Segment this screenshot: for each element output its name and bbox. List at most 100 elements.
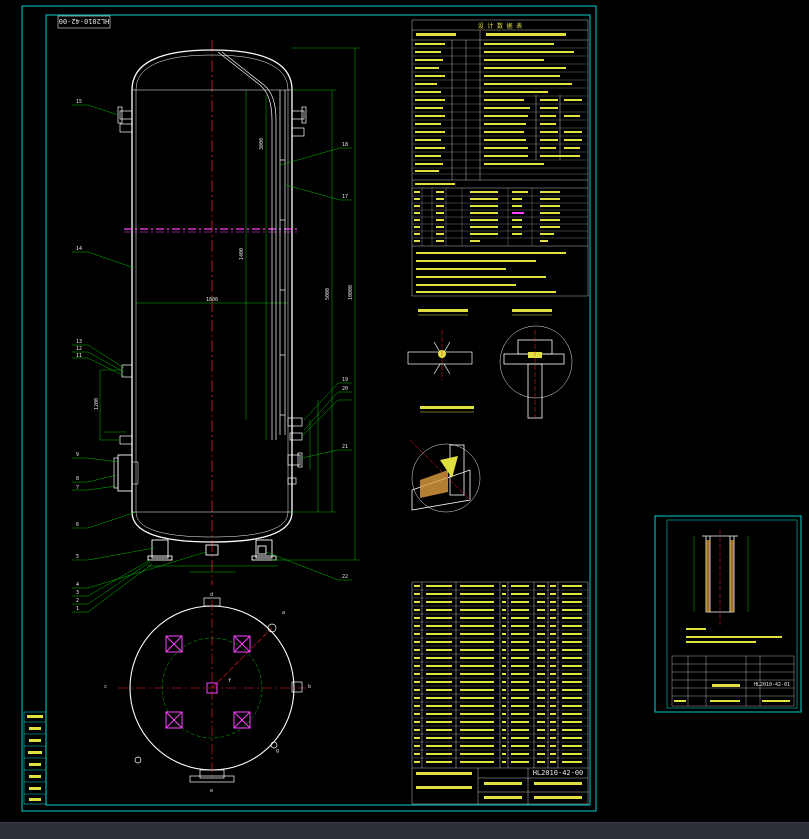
- parts-row-cell: [460, 593, 494, 595]
- parts-row-cell: [460, 721, 494, 723]
- parts-row-cell: [414, 649, 420, 651]
- vertical-dimensions: [245, 47, 360, 561]
- parts-row-cell: [502, 681, 506, 683]
- parts-row-cell: [511, 753, 529, 755]
- parts-row-cell: [502, 697, 506, 699]
- parts-row-cell: [460, 753, 494, 755]
- parts-row-cell: [562, 721, 582, 723]
- parts-row-cell: [562, 745, 582, 747]
- table-header-title: 设 计 数 据 表: [478, 22, 522, 30]
- parts-row-cell: [414, 641, 420, 643]
- parts-row-cell: [426, 665, 452, 667]
- parts-row-cell: [537, 601, 545, 603]
- weld-details: [407, 309, 573, 513]
- parts-row-cell: [460, 665, 494, 667]
- parts-row-cell: [460, 761, 494, 763]
- parts-row-cell: [550, 585, 556, 587]
- parts-row-cell: [550, 697, 556, 699]
- detail-drawing-number: HL2010-42-01: [754, 682, 790, 688]
- parts-row-cell: [502, 625, 506, 627]
- parts-row-cell: [460, 633, 494, 635]
- parts-row-cell: [550, 721, 556, 723]
- left-callouts: [72, 104, 207, 613]
- parts-row-cell: [426, 737, 452, 739]
- parts-row-cell: [562, 593, 582, 595]
- cad-model-space[interactable]: HL2010-42-00 1800: [0, 0, 809, 822]
- parts-row-cell: [426, 617, 452, 619]
- nozzle-label-b: b: [308, 684, 311, 690]
- parts-row-cell: [414, 681, 420, 683]
- parts-row-cell: [562, 753, 582, 755]
- parts-row-cell: [562, 673, 582, 675]
- parts-row-cell: [550, 713, 556, 715]
- parts-row-cell: [562, 649, 582, 651]
- parts-row-cell: [550, 761, 556, 763]
- parts-row-cell: [537, 705, 545, 707]
- parts-row-cell: [460, 713, 494, 715]
- parts-row-cell: [537, 633, 545, 635]
- parts-row-cell: [426, 657, 452, 659]
- parts-row-cell: [537, 585, 545, 587]
- parts-row-cell: [511, 641, 529, 643]
- parts-row-cell: [460, 737, 494, 739]
- parts-row-cell: [511, 689, 529, 691]
- parts-row-cell: [426, 641, 452, 643]
- callout-3: 3: [76, 590, 79, 596]
- parts-row-cell: [511, 601, 529, 603]
- parts-row-cell: [511, 633, 529, 635]
- parts-row-cell: [414, 593, 420, 595]
- nozzle-label-c: c: [104, 684, 107, 690]
- parts-row-cell: [426, 721, 452, 723]
- plan-view: [118, 597, 306, 783]
- binding-strip: [23, 711, 47, 805]
- parts-row-cell: [426, 753, 452, 755]
- parts-row-cell: [502, 673, 506, 675]
- parts-row-cell: [460, 745, 494, 747]
- parts-row-cell: [511, 657, 529, 659]
- callout-19: 19: [342, 377, 348, 383]
- parts-row-cell: [562, 761, 582, 763]
- parts-row-cell: [537, 761, 545, 763]
- parts-row-cell: [511, 681, 529, 683]
- callout-9: 9: [76, 452, 79, 458]
- parts-row-cell: [511, 649, 529, 651]
- status-bar: [0, 822, 809, 839]
- parts-row-cell: [537, 665, 545, 667]
- callout-14: 14: [76, 246, 82, 252]
- parts-row-cell: [502, 737, 506, 739]
- parts-row-cell: [550, 753, 556, 755]
- parts-row-cell: [414, 617, 420, 619]
- parts-row-cell: [550, 641, 556, 643]
- parts-row-cell: [537, 609, 545, 611]
- parts-row-cell: [460, 657, 494, 659]
- parts-row-cell: [460, 689, 494, 691]
- parts-row-cell: [426, 601, 452, 603]
- parts-row-cell: [426, 681, 452, 683]
- parts-row-cell: [550, 737, 556, 739]
- parts-row-cell: [460, 649, 494, 651]
- parts-rows: [414, 585, 582, 763]
- parts-row-cell: [426, 705, 452, 707]
- parts-row-cell: [414, 585, 420, 587]
- design-table-text: 设 计 数 据 表: [414, 22, 582, 293]
- parts-row-cell: [511, 665, 529, 667]
- parts-row-cell: [511, 673, 529, 675]
- parts-row-cell: [537, 745, 545, 747]
- parts-row-cell: [511, 585, 529, 587]
- parts-row-cell: [511, 737, 529, 739]
- nozzle-label-g: g: [276, 748, 279, 754]
- parts-row-cell: [460, 625, 494, 627]
- callout-2: 2: [76, 598, 79, 604]
- parts-row-cell: [414, 673, 420, 675]
- nozzle-label-a: a: [282, 610, 285, 616]
- parts-row-cell: [502, 641, 506, 643]
- parts-row-cell: [426, 649, 452, 651]
- parts-row-cell: [562, 585, 582, 587]
- parts-row-cell: [414, 601, 420, 603]
- parts-row-cell: [562, 625, 582, 627]
- parts-row-cell: [426, 761, 452, 763]
- parts-row-cell: [562, 697, 582, 699]
- callout-1: 1: [76, 606, 79, 612]
- callout-15: 15: [76, 99, 82, 105]
- parts-row-cell: [414, 609, 420, 611]
